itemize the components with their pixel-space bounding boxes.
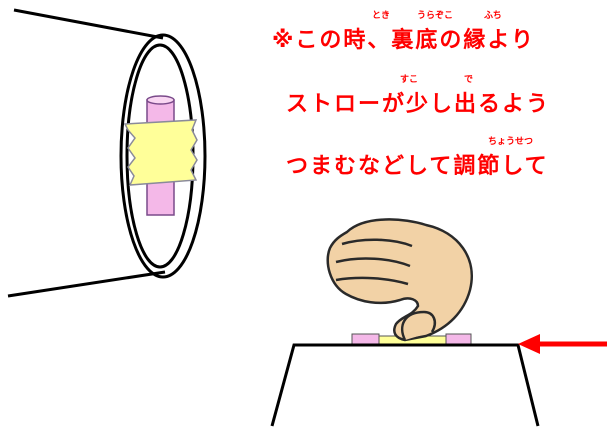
hand-finger-3 [335, 276, 409, 286]
hand [326, 218, 473, 342]
straw-tip-right [445, 333, 472, 346]
note-line-2-text: ストローが少し出るよう [286, 92, 551, 117]
tape [123, 119, 198, 186]
cup-bottom-edge [7, 270, 166, 298]
note-line-3-text: つまむなどして調節して [286, 154, 549, 179]
furigana-fuchi: ふち [484, 11, 502, 21]
furigana-de: で [464, 75, 474, 85]
hand-finger-2 [335, 257, 411, 268]
arrow-head [518, 334, 540, 354]
hand-finger-1 [341, 238, 413, 248]
cup-bottom-view [270, 333, 540, 427]
cup-rim-outer [119, 33, 207, 279]
furigana-sukoshi: すこ [400, 75, 419, 85]
pointer-arrow [518, 334, 607, 354]
straw-top-opening [146, 95, 175, 105]
cup-outline [270, 343, 540, 427]
furigana-chousetsu: ちょうせつ [488, 137, 534, 147]
note-line-2: ストローが少し出るよう すこ で [286, 75, 551, 118]
note-line-1: ※この時、裏底の縁より とき うらぞこ ふち [272, 11, 535, 54]
furigana-toki: とき [372, 11, 391, 21]
hand-thumb [400, 310, 436, 341]
hand-palm [326, 218, 473, 342]
furigana-urazoko: うらぞこ [417, 11, 454, 21]
cup-top-edge [13, 8, 164, 40]
straw-tip-left [351, 333, 380, 346]
note-line-3: つまむなどして調節して ちょうせつ [286, 137, 549, 180]
note-line-1-text: ※この時、裏底の縁より [272, 28, 535, 53]
straw-with-tape [123, 95, 198, 216]
